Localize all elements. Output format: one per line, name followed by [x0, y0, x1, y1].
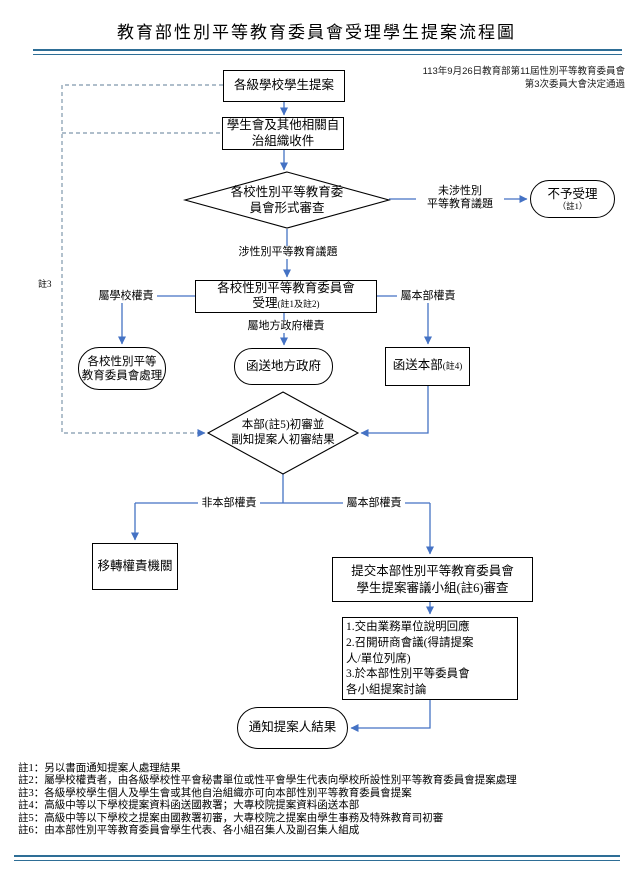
node-transfer-agency: 移轉權責機關	[92, 543, 178, 590]
node-school-committee-accept: 各校性別平等教育委員會 受理(註1及註2)	[195, 280, 377, 313]
decision-ministry-review-line1: 本部(註5)初審並	[241, 419, 325, 431]
node-transfer-agency-label: 移轉權責機關	[97, 558, 173, 573]
connector-school-accept-to-school-handle	[118, 295, 195, 345]
edge-label-gender-issue: 涉性別平等教育議題	[230, 246, 346, 259]
footnotes: 註1：另以書面通知提案人處理結果 註2：屬學校權責者，由各級學校性平會秘書單位或…	[18, 763, 618, 837]
footnote-4: 註4：高級中等以下學校提案資料函送國教署；大專校院提案資料函送本部	[18, 800, 360, 812]
approval-note-line1: 113年9月26日教育部第11屆性別平等教育委員會	[422, 66, 625, 77]
node-student-council-intake: 學生會及其他相關自 治組織收件	[222, 117, 344, 150]
node-student-council-intake-line2: 治組織收件	[251, 133, 315, 148]
node-school-committee-accept-line2-main: 受理	[252, 296, 278, 310]
edge-label-not-ministry-duty: 非本部權責	[198, 497, 260, 510]
node-notify-result-label: 通知提案人結果	[248, 720, 337, 735]
footnote-6: 註6：由本部性別平等教育委員會學生代表、各小組召集人及副召集人組成	[18, 825, 360, 837]
node-school-committee-accept-line1: 各校性別平等教育委員會	[217, 281, 355, 295]
decision-formal-review-line2: 員會形式審查	[249, 200, 325, 215]
page-title: 教育部性別平等教育委員會受理學生提案流程圖	[117, 23, 516, 42]
approval-note: 113年9月26日教育部第11屆性別平等教育委員會 第3次委員大會決定通過	[385, 66, 625, 91]
edge-label-not-gender-line2: 平等教育議題	[427, 198, 493, 210]
node-send-local-government-label: 函送地方政府	[245, 358, 321, 373]
node-school-committee-accept-line2: 受理(註1及註2)	[252, 296, 319, 312]
edge-label-ministry-duty-lower: 屬本部權責	[343, 497, 405, 510]
footnote-1: 註1：另以書面通知提案人處理結果	[18, 763, 181, 774]
node-not-accepted-label: 不予受理	[547, 186, 598, 201]
edge-label-ministry-duty-upper: 屬本部權責	[397, 290, 459, 303]
decision-formal-review-line1: 各校性別平等教育委	[230, 185, 344, 199]
node-not-accepted-note: （註1）	[557, 200, 588, 211]
node-send-ministry-main: 函送本部	[392, 358, 443, 373]
node-notify-result: 通知提案人結果	[237, 707, 348, 749]
footnote-5: 註5：高級中等以下學校之提案由國教署初審，大專校院之提案由學生事務及特殊教育司初…	[18, 812, 444, 824]
node-submit-review-panel-line2-post: 審查	[483, 580, 509, 595]
edge-label-note3: 註3	[38, 277, 52, 290]
node-submit-review-panel-line2-note: (註6)	[456, 580, 484, 595]
node-process-steps: 1.交由業務單位說明回應 2.召開研商會議(得請提案 人/單位列席) 3.於本部…	[342, 617, 518, 700]
node-submit-review-panel-line2: 學生提案審議小組(註6)審查	[356, 580, 508, 597]
edge-label-local-gov-duty: 屬地方政府權責	[243, 320, 329, 333]
node-submit-review-panel-line1: 提交本部性別平等教育委員會	[351, 563, 514, 578]
connector-send-ministry-to-ministry-review	[360, 386, 429, 437]
node-school-committee-handle-line2: 教育委員會處理	[81, 369, 163, 382]
footnote-2: 註2：屬學校權責者，由各級學校性平會秘書單位或性平會學生代表向學校所設性別平等教…	[18, 775, 517, 787]
footer-divider	[14, 855, 620, 861]
node-submit-review-panel: 提交本部性別平等教育委員會 學生提案審議小組(註6)審查	[332, 557, 533, 602]
decision-ministry-review-line2: 副知提案人初審結果	[231, 434, 335, 446]
node-school-committee-handle-line1: 各校性別平等	[87, 355, 157, 368]
node-school-committee-accept-line2-note: (註1及註2)	[277, 299, 320, 309]
node-submit-review-panel-line2-pre: 學生提案審議小組	[356, 580, 457, 595]
header-divider	[33, 49, 622, 55]
connector-school-accept-to-send-ministry	[377, 295, 432, 345]
edge-label-not-gender-issue: 未涉性別 平等教育議題	[416, 185, 504, 211]
connector-steps-to-notify	[350, 700, 431, 732]
edge-label-school-duty: 屬學校權責	[95, 290, 157, 303]
edge-label-not-gender-line1: 未涉性別	[438, 185, 482, 197]
node-student-council-intake-line1: 學生會及其他相關自	[226, 118, 340, 132]
node-send-local-government: 函送地方政府	[234, 348, 333, 385]
approval-note-line2: 第3次委員大會決定通過	[524, 78, 625, 90]
node-send-ministry-label: 函送本部(註4)	[393, 358, 463, 375]
footnote-3: 註3：各級學校學生個人及學生會或其他自治組織亦可向本部性別平等教育委員會提案	[18, 787, 412, 799]
node-send-ministry: 函送本部(註4)	[385, 347, 470, 386]
decision-formal-review-text: 各校性別平等教育委 員會形式審查	[197, 185, 377, 216]
node-send-ministry-note: (註4)	[442, 361, 463, 372]
node-school-committee-handle: 各校性別平等 教育委員會處理	[78, 347, 166, 390]
node-student-proposal: 各級學校學生提案	[223, 70, 345, 102]
node-not-accepted: 不予受理 （註1）	[530, 180, 615, 218]
decision-ministry-review-text: 本部(註5)初審並 副知提案人初審結果	[208, 418, 358, 448]
node-student-proposal-label: 各級學校學生提案	[233, 78, 334, 93]
